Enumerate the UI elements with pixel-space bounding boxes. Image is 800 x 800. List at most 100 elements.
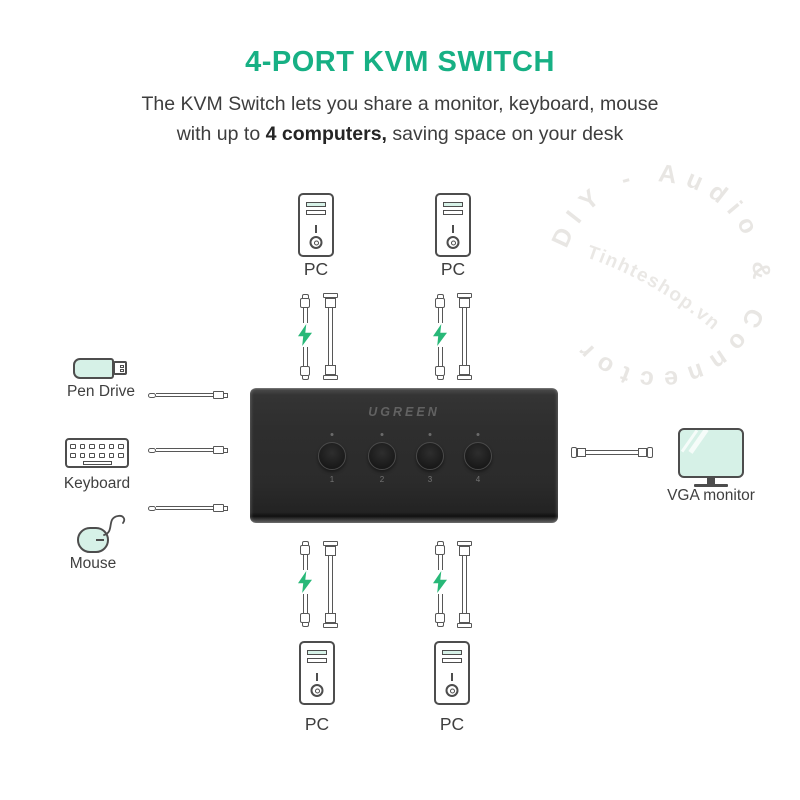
port-number: 3	[427, 475, 433, 484]
usb-cable-icon	[148, 502, 228, 514]
plug-body	[213, 446, 224, 454]
drive-slot-icon	[307, 650, 327, 655]
key-row	[70, 444, 127, 449]
usb-pin	[119, 368, 124, 372]
connector-cap	[322, 293, 338, 298]
power-button-icon	[445, 684, 459, 697]
connector-body	[638, 447, 647, 457]
monitor-icon	[678, 428, 744, 478]
pc-tower-icon	[299, 641, 335, 705]
power-slit-icon	[315, 225, 317, 233]
plug-body	[435, 298, 445, 308]
screen-shine	[688, 430, 709, 454]
connector-cap	[456, 293, 472, 298]
drive-slot-icon	[443, 202, 463, 207]
connector-cap	[456, 375, 472, 380]
pen-drive-label: Pen Drive	[66, 383, 136, 400]
cable-end	[148, 392, 156, 398]
vga-cable-icon	[321, 293, 339, 380]
watermark: DIY - Audio & Connector Tinhteshop.vn	[546, 159, 766, 394]
cable-line	[327, 308, 333, 365]
port-button-2: 2	[368, 433, 396, 484]
connector-body	[324, 365, 336, 375]
plug-tip	[436, 376, 444, 380]
monitor-stand	[707, 478, 715, 484]
port-button-3: 3	[416, 433, 444, 484]
plug-body	[300, 545, 310, 555]
cable-line	[461, 556, 467, 613]
led-dot-icon	[476, 433, 480, 436]
usb-cable-icon	[148, 389, 228, 401]
usb-cable-icon	[431, 294, 449, 380]
connector-body	[458, 298, 470, 308]
connector-cap	[456, 623, 472, 628]
connector-body	[324, 613, 336, 623]
plug-body	[213, 391, 224, 399]
plug-body	[300, 298, 310, 308]
plug-tip	[301, 376, 309, 380]
usb-cable-icon	[296, 294, 314, 380]
lightning-icon	[433, 571, 447, 593]
plug-tip	[224, 447, 228, 453]
plug-body	[435, 613, 445, 623]
cable-line	[437, 347, 443, 366]
keyboard-icon	[65, 438, 129, 468]
page-title: 4-PORT KVM SWITCH	[245, 46, 555, 78]
usb-cable-icon	[296, 541, 314, 627]
plug-tip	[301, 623, 309, 627]
cable-end	[148, 447, 156, 453]
power-slit-icon	[316, 673, 318, 681]
port-button-4: 4	[464, 433, 492, 484]
usb-plug-icon	[113, 361, 127, 375]
key-row	[70, 453, 127, 458]
plug-tip	[301, 294, 309, 298]
connector-body	[458, 613, 470, 623]
drive-slot-icon	[442, 658, 462, 663]
mouse-icon	[77, 527, 109, 553]
pc-tower-icon	[298, 193, 334, 257]
monitor-label: VGA monitor	[667, 487, 755, 504]
power-button-icon	[446, 236, 460, 249]
drive-slot-icon	[306, 202, 326, 207]
cable-line	[302, 555, 308, 570]
keyboard-label: Keyboard	[63, 475, 131, 492]
drive-slot-icon	[443, 210, 463, 215]
led-dot-icon	[330, 433, 334, 436]
lightning-icon	[298, 571, 312, 593]
plug-tip	[224, 505, 228, 511]
vga-cable-icon	[321, 541, 339, 628]
plug-tip	[301, 541, 309, 545]
port-number: 2	[379, 475, 385, 484]
cable-line	[156, 393, 213, 397]
port-number: 4	[475, 475, 481, 484]
cable-line	[302, 308, 308, 323]
plug-body	[300, 366, 310, 376]
mouse-wheel-icon	[96, 539, 104, 541]
power-slit-icon	[451, 673, 453, 681]
cable-line	[156, 506, 213, 510]
subtitle-line-1: The KVM Switch lets you share a monitor,…	[141, 93, 659, 115]
plug-body	[300, 613, 310, 623]
cable-line	[586, 449, 638, 455]
subtitle-line-2: with up to 4 computers, saving space on …	[0, 123, 800, 146]
cable-end	[148, 505, 156, 511]
connector-body	[458, 365, 470, 375]
plug-tip	[436, 294, 444, 298]
plug-tip	[436, 623, 444, 627]
power-button-icon	[310, 684, 324, 697]
usb-pin	[119, 364, 124, 368]
pc-label: PC	[440, 259, 466, 279]
plug-body	[435, 366, 445, 376]
cable-line	[327, 556, 333, 613]
usb-cable-icon	[431, 541, 449, 627]
power-slit-icon	[452, 225, 454, 233]
connector-body	[324, 298, 336, 308]
connector-body	[324, 546, 336, 556]
pc-label: PC	[303, 259, 329, 279]
connector-cap	[322, 541, 338, 546]
connector-cap	[571, 446, 577, 458]
plug-tip	[224, 392, 228, 398]
cable-line	[437, 594, 443, 613]
connector-cap	[647, 446, 653, 458]
